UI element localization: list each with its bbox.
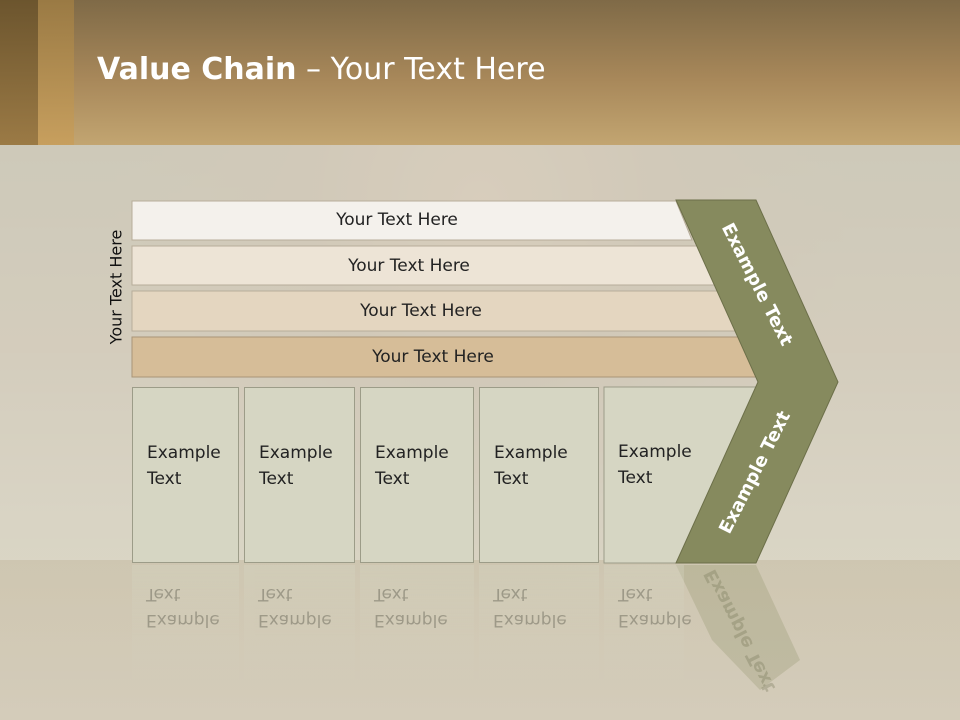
- column-5-reflection-line2: Text: [618, 584, 653, 604]
- row-3-label: Your Text Here: [360, 301, 482, 321]
- title-bold: Value Chain: [97, 52, 297, 87]
- row-1-label: Your Text Here: [336, 210, 458, 230]
- column-3-reflection-line2: Text: [374, 584, 409, 604]
- column-4-line1: Example: [494, 443, 568, 463]
- column-2-line2: Text: [259, 469, 294, 489]
- column-1-reflection-line2: Text: [146, 584, 181, 604]
- row-2: Your Text Here: [132, 246, 716, 286]
- column-5-reflection-line1: Example: [618, 610, 692, 630]
- column-3-reflection: Example Text: [360, 565, 474, 685]
- row-4-label: Your Text Here: [372, 347, 494, 367]
- row-4: Your Text Here: [132, 337, 764, 377]
- column-1-line2: Text: [147, 469, 182, 489]
- header-accent-strip-secondary: [38, 0, 74, 145]
- column-2-line1: Example: [259, 443, 333, 463]
- chevron-reflection: [676, 565, 800, 690]
- column-4-reflection-line2: Text: [493, 584, 528, 604]
- column-3-line2: Text: [375, 469, 410, 489]
- header-band: [0, 0, 960, 145]
- column-2-reflection: Example Text: [244, 565, 355, 685]
- column-4-reflection: Example Text: [479, 565, 599, 685]
- column-3-line1: Example: [375, 443, 449, 463]
- row-1: Your Text Here: [132, 200, 692, 240]
- column-1-line1: Example: [147, 443, 221, 463]
- column-4-reflection-line1: Example: [493, 610, 567, 630]
- column-1-reflection-line1: Example: [146, 610, 220, 630]
- column-1-reflection: Example Text: [132, 565, 239, 685]
- column-5-reflection: Example Text: [604, 565, 692, 685]
- row-1-shape: [131, 200, 693, 241]
- header-accent-strip: [0, 0, 38, 145]
- column-3-reflection-line1: Example: [374, 610, 448, 630]
- column-5-line1: Example: [618, 442, 692, 462]
- row-2-label: Your Text Here: [348, 256, 470, 276]
- column-4-line2: Text: [494, 469, 529, 489]
- row-3: Your Text Here: [132, 291, 740, 331]
- column-5-line2: Text: [618, 468, 653, 488]
- background-ground: [0, 560, 960, 720]
- chevron-arrow: [675, 199, 839, 564]
- slide-title: Value Chain – Your Text Here: [97, 52, 546, 87]
- title-rest: – Your Text Here: [296, 52, 546, 87]
- column-2-reflection-line1: Example: [258, 610, 332, 630]
- column-2-reflection-line2: Text: [258, 584, 293, 604]
